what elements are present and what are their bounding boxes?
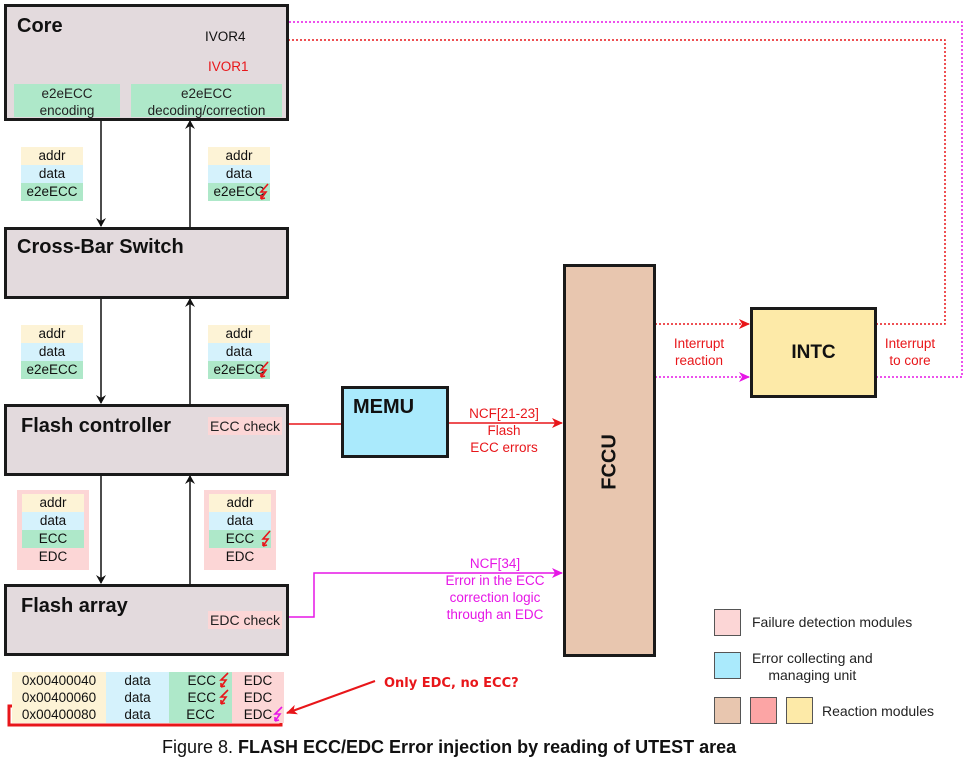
memu-title: MEMU xyxy=(353,396,415,418)
flash-array-title: Flash array xyxy=(21,595,128,617)
legend-label-error-collecting: Error collecting and managing unit xyxy=(752,650,873,683)
table-row: 0x00400060 data ECC EDC xyxy=(12,689,284,706)
intc-title: INTC xyxy=(791,342,836,363)
fccu-block: FCCU xyxy=(563,264,656,657)
intc-to-core-magenta-arrow xyxy=(259,17,963,378)
ivor4-label: IVOR4 xyxy=(205,29,246,44)
annotation-note: Only EDC, no ECC? xyxy=(384,676,519,691)
legend-label-failure-detection: Failure detection modules xyxy=(752,614,913,630)
utest-table: 0x00400040 data ECC EDC 0x00400060 data … xyxy=(12,672,284,723)
legend-swatch-reaction-3 xyxy=(786,697,813,724)
error-injection-icon xyxy=(219,672,229,688)
legend-swatch-error-collecting xyxy=(714,652,741,679)
error-injection-icon xyxy=(219,689,229,705)
intc-block: INTC xyxy=(750,307,877,398)
edc-check-label: EDC check xyxy=(208,611,283,629)
error-injection-icon xyxy=(261,530,271,547)
legend-swatch-failure-detection xyxy=(714,609,741,636)
packet-core-up: addr data e2eECC xyxy=(208,147,270,201)
packet-xbar-up: addr data e2eECC xyxy=(208,325,270,379)
core-block: Core IVOR4 IVOR1 e2eECC encoding e2eECC … xyxy=(4,4,289,121)
ivor1-label: IVOR1 xyxy=(208,59,249,74)
legend-swatch-reaction-1 xyxy=(714,697,741,724)
ncf-flash-ecc-label: NCF[21-23] Flash ECC errors xyxy=(469,406,539,455)
edc-check-to-fccu-arrow xyxy=(280,568,563,618)
packet-core-down: addr data e2eECC xyxy=(21,147,83,201)
legend-swatch-reaction-2 xyxy=(750,697,777,724)
ecc-check-label: ECC check xyxy=(208,417,283,435)
interrupt-to-core-label: Interrupt to core xyxy=(884,336,936,368)
flash-array-block: Flash array EDC check xyxy=(4,584,289,656)
table-row-highlighted: 0x00400080 data ECC EDC xyxy=(12,706,284,723)
legend-label-reaction: Reaction modules xyxy=(822,703,935,719)
interrupt-reaction-label: Interrupt reaction xyxy=(673,336,725,368)
annotation-arrow xyxy=(286,680,376,715)
core-title: Core xyxy=(17,15,63,37)
e2eecc-encoding: e2eECC encoding xyxy=(14,84,120,118)
ncf-edc-label: NCF[34] Error in the ECC correction logi… xyxy=(445,556,545,622)
e2eecc-decoding: e2eECC decoding/correction xyxy=(131,84,282,118)
memu-block: MEMU xyxy=(341,386,449,458)
packet-fc-down: addr data ECC EDC xyxy=(17,490,89,570)
packet-xbar-down: addr data e2eECC xyxy=(21,325,83,379)
flash-controller-block: Flash controller ECC check xyxy=(4,404,289,476)
packet-fc-up: addr data ECC EDC xyxy=(204,490,276,570)
table-row: 0x00400040 data ECC EDC xyxy=(12,672,284,689)
fccu-title: FCCU xyxy=(598,434,620,490)
figure-caption: Figure 8. FLASH ECC/EDC Error injection … xyxy=(162,737,737,757)
edc-error-injection-icon xyxy=(273,706,283,722)
error-injection-icon xyxy=(259,183,269,200)
crossbar-title: Cross-Bar Switch xyxy=(17,236,184,258)
flash-controller-title: Flash controller xyxy=(21,415,172,437)
error-injection-icon xyxy=(259,361,269,378)
crossbar-block: Cross-Bar Switch xyxy=(4,227,289,299)
